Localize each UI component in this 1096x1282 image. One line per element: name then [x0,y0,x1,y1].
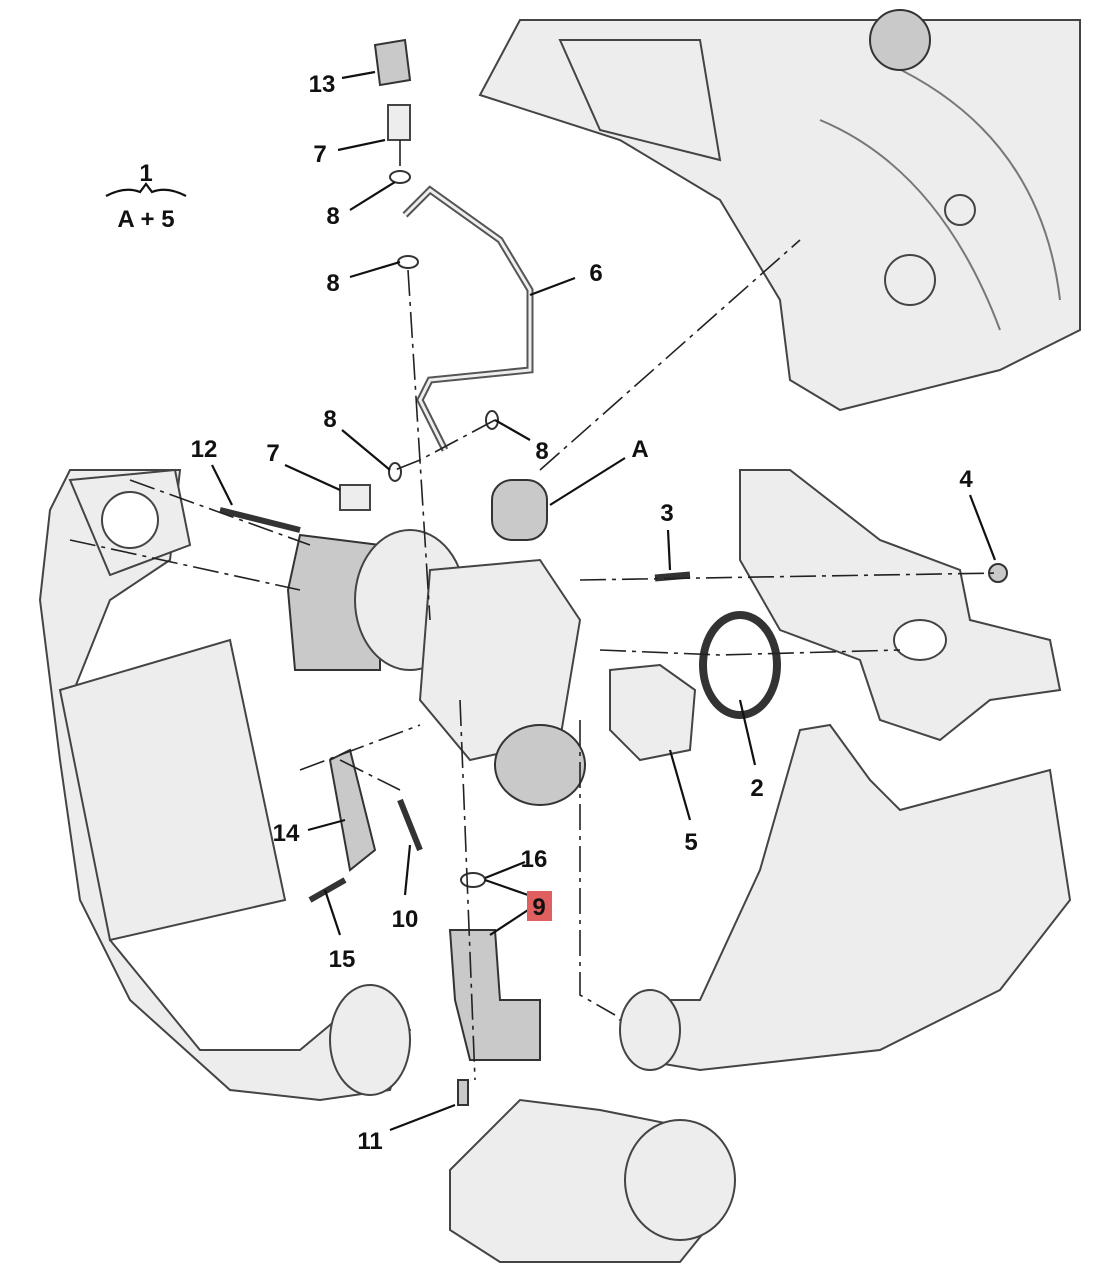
callout-8[interactable]: 8 [535,438,548,465]
callout-8[interactable]: 8 [323,406,336,433]
callout-A[interactable]: A [631,436,648,463]
callout-14[interactable]: 14 [273,820,300,847]
group-number: 1 [139,160,152,187]
callout-8[interactable]: 8 [326,203,339,230]
turbocharger [286,479,781,806]
callout-8[interactable]: 8 [326,270,339,297]
callout-4[interactable]: 4 [959,466,973,493]
engine-block [478,9,1081,412]
callout-7[interactable]: 7 [266,440,279,467]
callouts: 13 7 8 8 6 8 12 7 8 A 3 4 2 5 14 16 9 10… [191,71,974,1155]
callout-6[interactable]: 6 [589,260,602,287]
catalytic-converter [38,468,412,1102]
callout-12[interactable]: 12 [191,436,218,463]
callout-11[interactable]: 11 [357,1128,382,1155]
intake-pipe [618,723,1072,1072]
exhaust-manifold [739,469,1062,742]
oil-filter-housing [449,1098,736,1263]
oil-feed-pipe [402,185,534,452]
callout-13[interactable]: 13 [309,71,336,98]
callout-16[interactable]: 16 [521,846,548,873]
leader-lines [211,70,997,1132]
callout-3[interactable]: 3 [660,500,673,527]
callout-10[interactable]: 10 [392,906,419,933]
callout-2[interactable]: 2 [750,775,763,802]
group-formula: A + 5 [117,206,174,233]
callout-7[interactable]: 7 [313,141,326,168]
alignment-lines [69,140,1001,1081]
assembly-group-title: 1 A + 5 [105,160,187,233]
callout-9[interactable]: 9 [532,894,545,921]
brace-icon [105,182,187,197]
callout-15[interactable]: 15 [329,946,356,973]
callout-5[interactable]: 5 [684,829,697,856]
highlight-box [527,891,552,921]
